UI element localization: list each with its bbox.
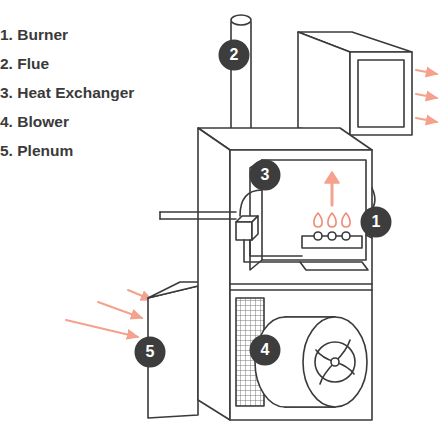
flue-pipe (231, 22, 251, 132)
cabinet-shelf (230, 283, 372, 285)
callout-circle: 2 (218, 39, 250, 71)
callout-number: 2 (218, 39, 250, 71)
blower-housing-front (303, 317, 367, 407)
part-name: 1. Burner (0, 26, 68, 44)
gas-pipe (160, 212, 236, 219)
supply-plenum-side (298, 32, 350, 135)
supply-air-arrow (416, 94, 437, 98)
burner-flame (314, 213, 322, 227)
cabinet-side (198, 128, 230, 420)
callout-disc (135, 337, 166, 368)
gas-pipe-end (159, 212, 161, 219)
callout-circle: 3 (249, 159, 281, 191)
callout-circle: 5 (134, 336, 166, 368)
callout-circle: 1 (360, 206, 392, 238)
part-name: 5. Plenum (0, 142, 73, 160)
fan-blade (316, 340, 354, 384)
callout-circle: 4 (249, 334, 281, 366)
return-air-arrow (66, 320, 138, 337)
burner-port (314, 232, 322, 240)
supply-air-arrow (416, 70, 437, 74)
gas-supply-tube (244, 240, 302, 262)
cabinet-front (230, 150, 372, 420)
flue-cap (231, 15, 251, 25)
burner-shelf (300, 262, 368, 270)
callout-disc (219, 40, 250, 71)
supply-air-arrow (416, 118, 437, 122)
return-air-arrow (98, 302, 142, 318)
callout-number: 5 (134, 336, 166, 368)
fan-hub (331, 358, 339, 366)
burner-port (342, 232, 350, 240)
pilot-tube (240, 190, 262, 216)
heat-flow-arrowhead (325, 172, 339, 183)
callout-disc (250, 335, 281, 366)
blower-fan (315, 342, 355, 382)
part-name: 3. Heat Exchanger (0, 84, 134, 102)
gas-valve-side (252, 216, 258, 240)
gas-valve (236, 222, 252, 240)
callout-disc (250, 160, 281, 191)
callout-number: 4 (249, 334, 281, 366)
supply-plenum-front (350, 52, 412, 135)
supply-plenum-opening (358, 60, 404, 127)
burner-flame (342, 213, 350, 227)
part-name: 2. Flue (0, 55, 49, 73)
burner-flame (328, 213, 336, 227)
part-name: 4. Blower (0, 113, 69, 131)
callout-number: 3 (249, 159, 281, 191)
callout-number: 1 (360, 206, 392, 238)
burner-port (328, 232, 336, 240)
callout-disc (361, 207, 392, 238)
cabinet-shelf (230, 289, 372, 291)
